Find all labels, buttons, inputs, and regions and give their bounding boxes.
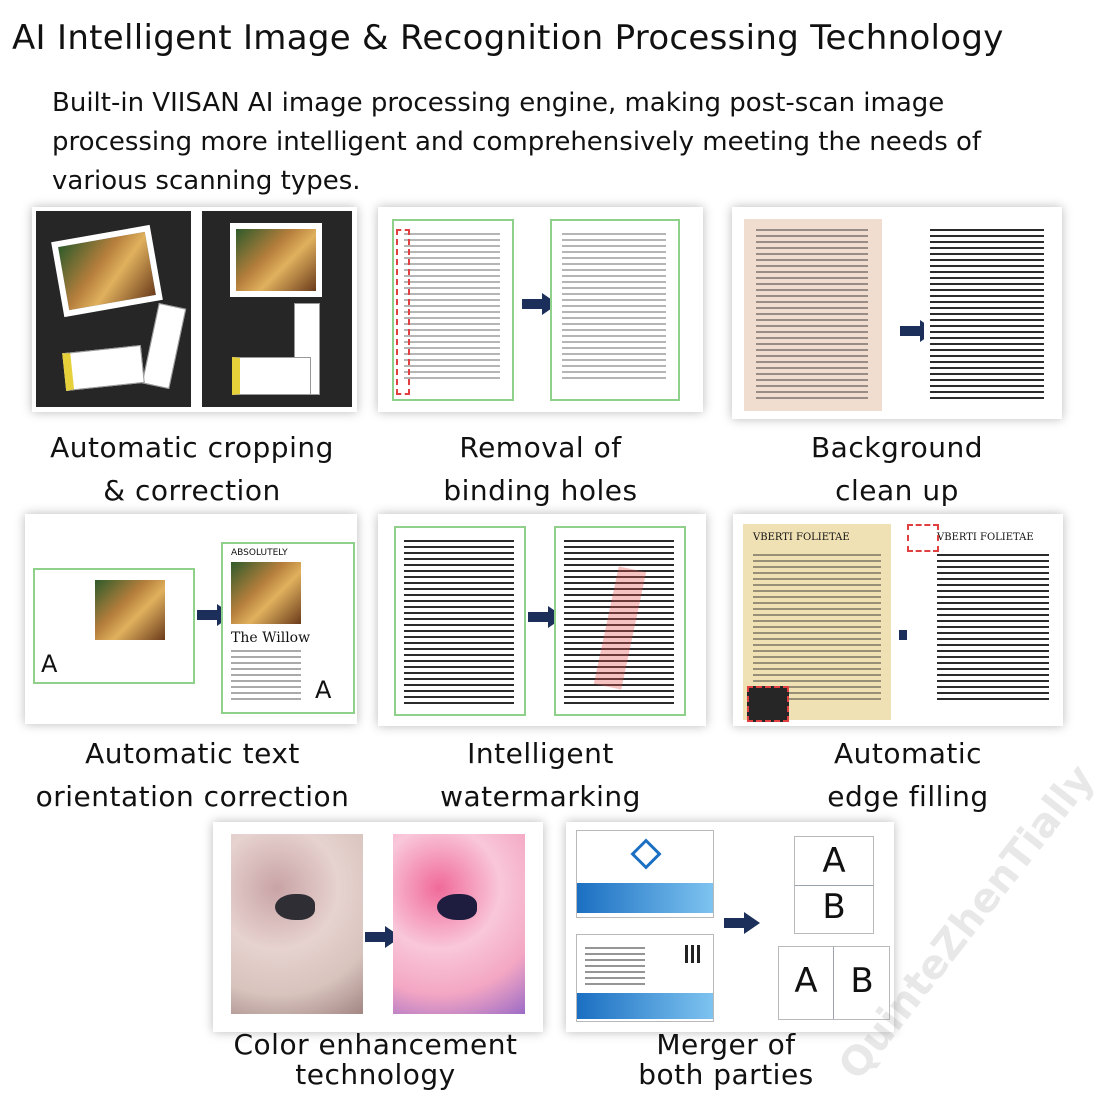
merged-vertical: A B xyxy=(794,836,874,934)
faded-painting xyxy=(231,834,363,1014)
color-enhancement-sample-panel xyxy=(213,822,543,1032)
logo-icon xyxy=(630,838,662,870)
watermarking-sample-panel xyxy=(378,514,706,726)
binding-holes-marker xyxy=(396,229,410,395)
feature-caption: Automatic cropping& correction xyxy=(50,431,334,507)
original-article-page xyxy=(394,526,526,716)
upright-letter: A xyxy=(315,676,332,704)
filled-corner-marker xyxy=(907,524,939,552)
rotated-magazine-page: A xyxy=(33,568,195,684)
rotated-letter: A xyxy=(41,650,58,678)
aged-page xyxy=(744,219,882,411)
arrow-icon xyxy=(724,912,760,934)
qr-code-icon xyxy=(685,945,703,963)
filled-page: VBERTI FOLIETAE xyxy=(907,524,1057,720)
merger-sample-panel: A B A B xyxy=(566,822,894,1032)
enhanced-painting xyxy=(393,834,525,1014)
page-title: AI Intelligent Image & Recognition Proce… xyxy=(12,18,1004,58)
merged-horizontal: A B xyxy=(778,946,890,1020)
intro-text: Built-in VIISAN AI image processing engi… xyxy=(52,88,982,196)
damaged-page: VBERTI FOLIETAE xyxy=(743,524,891,722)
cropping-sample-panel xyxy=(32,207,357,412)
card-front xyxy=(576,830,714,918)
page-holes-removed xyxy=(550,219,680,401)
clean-page xyxy=(924,219,1050,411)
background-cleanup-sample-panel xyxy=(732,207,1062,419)
upright-magazine-page: ABSOLUTELY The Willow A xyxy=(221,542,355,714)
page-with-holes xyxy=(392,219,514,401)
orientation-sample-panel: A ABSOLUTELY The Willow A xyxy=(25,514,357,724)
photo-straight xyxy=(230,223,322,297)
missing-corner-marker xyxy=(747,686,789,722)
edge-filling-sample-panel: VBERTI FOLIETAE VBERTI FOLIETAE xyxy=(733,514,1063,726)
watermarked-article-page xyxy=(554,526,686,716)
card-back xyxy=(576,934,714,1022)
business-card-straight xyxy=(232,357,311,395)
binding-holes-sample-panel xyxy=(378,207,703,412)
